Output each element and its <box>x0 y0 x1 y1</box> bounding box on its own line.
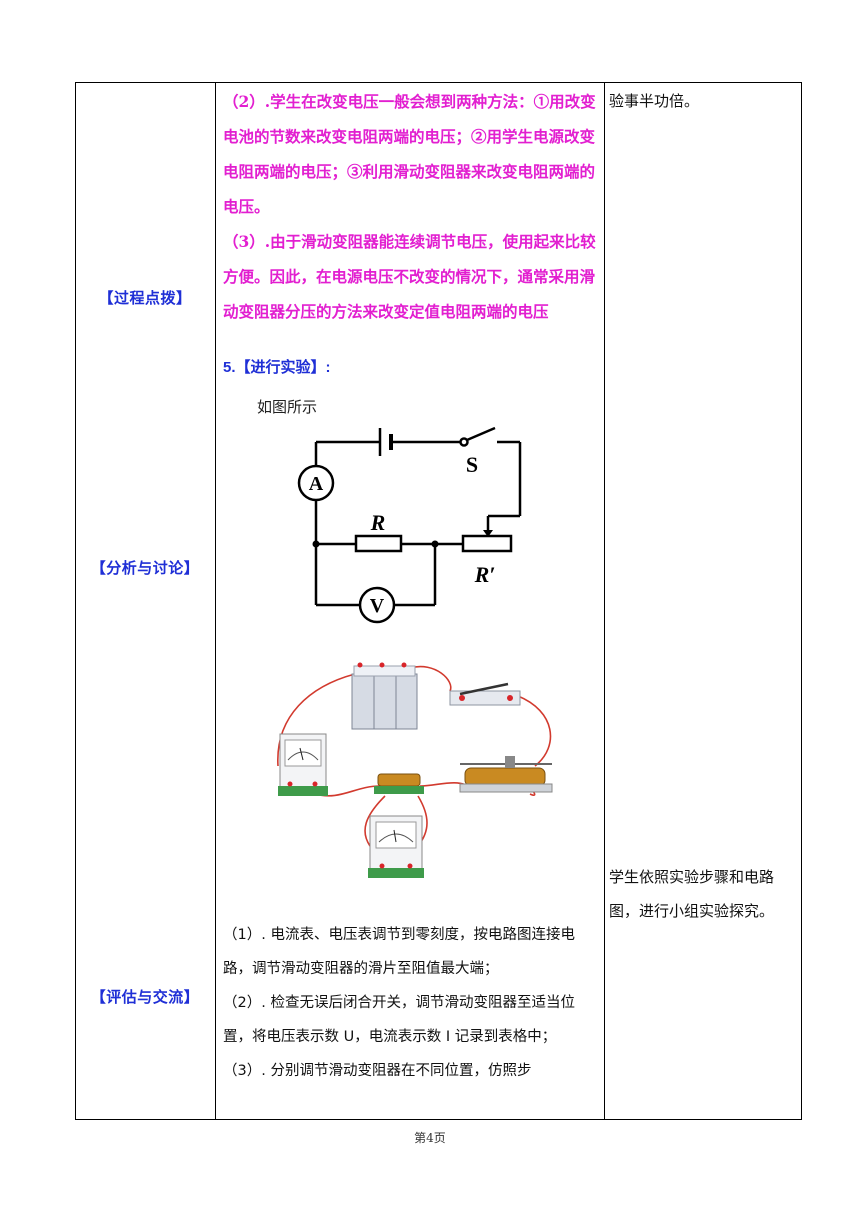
table-right-border <box>801 82 802 1120</box>
right-column-bottom: 学生依照实验步骤和电路图，进行小组实验探究。 <box>609 868 775 920</box>
voltmeter-label: V <box>370 595 385 617</box>
rheostat-label: R′ <box>474 562 496 587</box>
apparatus-illustration <box>277 662 553 878</box>
lesson-table <box>75 82 802 1120</box>
table-col-divider-1 <box>215 82 216 1120</box>
resistor-label: R <box>370 510 386 535</box>
resistor-r <box>354 534 403 553</box>
voltmeter-device <box>368 815 424 878</box>
process-paragraph-3: （3）.由于滑动变阻器能连续调节电压，使用起来比较方便。因此，在电源电压不改变的… <box>223 232 596 321</box>
process-text: （2）.学生在改变电压一般会想到两种方法：①用改变电池的节数来改变电阻两端的电压… <box>223 84 597 329</box>
figure-caption: 如图所示 <box>257 398 318 416</box>
right-column-top: 验事半功倍。 <box>609 92 700 110</box>
fixed-resistor-device <box>374 773 424 794</box>
page-number: 第4页 <box>414 1131 446 1145</box>
step-3: （3）. 分别调节滑动变阻器在不同位置，仿照步 <box>223 1063 532 1079</box>
procedure-steps: （1）. 电流表、电压表调节到零刻度，按电路图连接电路，调节滑动变阻器的滑片至阻… <box>223 918 598 1088</box>
ammeter-device <box>278 733 328 796</box>
rheostat-device <box>459 756 553 793</box>
ammeter-label: A <box>309 473 324 495</box>
label-analysis: 【分析与讨论】 <box>90 560 200 577</box>
process-paragraph-2: （2）.学生在改变电压一般会想到两种方法：①用改变电池的节数来改变电阻两端的电压… <box>223 92 596 216</box>
table-bottom-border <box>75 1119 802 1120</box>
label-process: 【过程点拨】 <box>98 290 192 307</box>
circuit-diagram: A V S R R′ <box>297 426 522 624</box>
switch-label: S <box>466 452 478 477</box>
switch-pivot <box>459 437 469 447</box>
junction-right <box>431 540 439 548</box>
step-2: （2）. 检查无误后闭合开关，调节滑动变阻器至适当位置，将电压表示数 U，电流表… <box>223 995 575 1045</box>
label-evaluation: 【评估与交流】 <box>90 989 200 1006</box>
table-top-border <box>75 82 802 83</box>
table-col-divider-2 <box>604 82 605 1120</box>
step-1: （1）. 电流表、电压表调节到零刻度，按电路图连接电路，调节滑动变阻器的滑片至阻… <box>223 927 575 977</box>
table-left-border <box>75 82 76 1120</box>
rheostat-body <box>461 534 513 553</box>
battery-box <box>351 662 418 730</box>
knife-switch <box>449 682 521 706</box>
junction-left <box>312 540 320 548</box>
experiment-heading: 5.【进行实验】: <box>223 359 331 376</box>
switch-blade <box>466 426 496 442</box>
slider-arrow-head <box>483 530 493 537</box>
